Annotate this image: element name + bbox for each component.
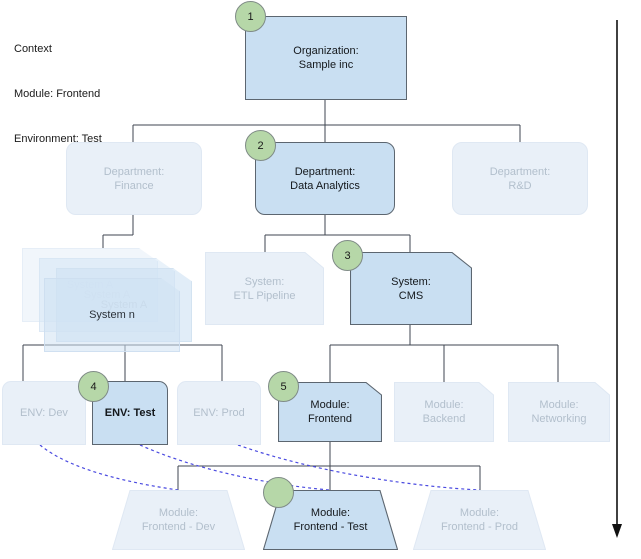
node-module-frontend[interactable]: Module: Frontend	[278, 382, 382, 442]
node-department-rnd[interactable]: Department: R&D	[452, 142, 588, 215]
badge-step-5: 5	[268, 371, 299, 402]
node-module-backend[interactable]: Module: Backend	[394, 382, 494, 442]
node-label: ENV: Test	[104, 407, 156, 419]
node-label: Department: Data Analytics	[290, 165, 360, 192]
node-label: Module: Backend	[422, 399, 466, 425]
node-label: Module: Frontend - Prod	[440, 507, 519, 533]
node-label: Department: R&D	[489, 165, 551, 192]
node-department-finance[interactable]: Department: Finance	[66, 142, 202, 215]
node-label: Module: Frontend - Test	[293, 507, 368, 533]
node-deployment-frontend-dev[interactable]: Module: Frontend - Dev	[112, 490, 245, 550]
node-label: Module: Networking	[531, 399, 587, 425]
downward-flow-arrow	[612, 20, 622, 538]
node-env-prod[interactable]: ENV: Prod	[177, 381, 261, 445]
node-label: ENV: Dev	[20, 407, 68, 419]
node-label: Module: Frontend - Dev	[141, 507, 216, 533]
badge-step-2: 2	[245, 130, 276, 161]
node-env-dev[interactable]: ENV: Dev	[2, 381, 86, 445]
node-deployment-frontend-prod[interactable]: Module: Frontend - Prod	[413, 490, 546, 550]
badge-step-1: 1	[235, 1, 266, 32]
node-deployment-frontend-test[interactable]: Module: Frontend - Test	[263, 490, 398, 550]
stack-card-4: System n	[44, 278, 180, 352]
node-label: System: ETL Pipeline	[233, 275, 296, 302]
node-label: Organization: Sample inc	[293, 45, 359, 71]
node-label: ENV: Prod	[193, 407, 245, 419]
node-system-cms[interactable]: System: CMS	[350, 252, 472, 325]
context-line-2: Module: Frontend	[14, 88, 101, 100]
node-department-data-analytics[interactable]: Department: Data Analytics	[255, 142, 395, 215]
node-system-etl-pipeline[interactable]: System: ETL Pipeline	[205, 252, 324, 325]
badge-step-6	[263, 477, 294, 508]
node-label: System: CMS	[391, 275, 431, 302]
stack-card-label: System n	[89, 309, 135, 321]
context-line-1: Context	[14, 43, 52, 55]
node-label: Module: Frontend	[307, 399, 353, 425]
node-module-networking[interactable]: Module: Networking	[508, 382, 610, 442]
badge-step-3: 3	[332, 240, 363, 271]
context-note: Context Module: Frontend Environment: Te…	[14, 12, 102, 177]
node-organization-sample-inc[interactable]: Organization: Sample inc	[245, 16, 407, 100]
badge-step-4: 4	[78, 371, 109, 402]
node-label: Department: Finance	[103, 165, 165, 192]
